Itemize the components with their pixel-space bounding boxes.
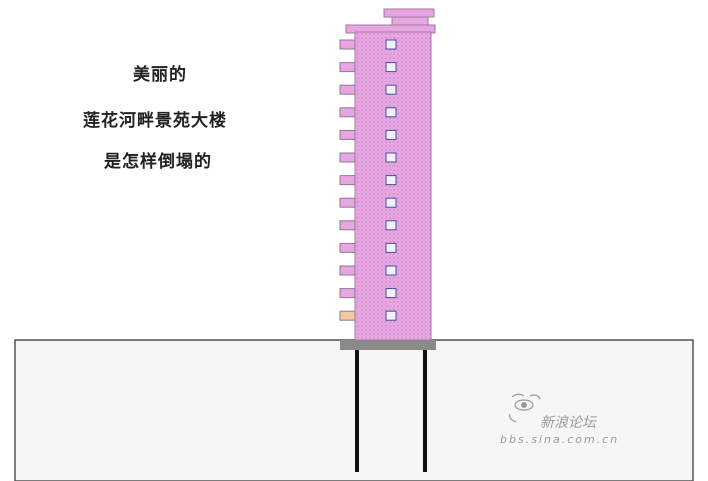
roof-cap: [383, 8, 435, 18]
window: [385, 288, 397, 299]
window: [385, 152, 397, 163]
window: [385, 265, 397, 276]
balcony: [339, 220, 356, 231]
balcony: [339, 129, 356, 140]
balcony: [339, 242, 356, 253]
window: [385, 242, 397, 253]
window: [385, 107, 397, 118]
window: [385, 129, 397, 140]
window: [385, 39, 397, 50]
caption-line-1: 美丽的: [133, 65, 187, 85]
balcony: [339, 152, 356, 163]
caption-line-2: 莲花河畔景苑大楼: [83, 111, 227, 131]
balconies: [339, 39, 356, 321]
window: [385, 62, 397, 73]
windows: [385, 39, 397, 321]
window: [385, 220, 397, 231]
base-slab: [340, 340, 436, 350]
window: [385, 197, 397, 208]
balcony: [339, 310, 356, 321]
balcony: [339, 288, 356, 299]
watermark-brand: 新浪论坛: [540, 415, 596, 431]
caption-line-3: 是怎样倒塌的: [104, 152, 212, 172]
balcony: [339, 107, 356, 118]
window: [385, 310, 397, 321]
balcony: [339, 62, 356, 73]
watermark-url: bbs.sina.com.cn: [500, 433, 620, 446]
sina-logo-icon: [509, 393, 541, 423]
balcony: [339, 265, 356, 276]
ground-block: [14, 339, 694, 481]
pile-right: [423, 350, 427, 472]
window: [385, 175, 397, 186]
balcony: [339, 175, 356, 186]
balcony: [339, 197, 356, 208]
balcony: [339, 39, 356, 50]
balcony: [339, 84, 356, 95]
pile-left: [355, 350, 359, 472]
window: [385, 84, 397, 95]
